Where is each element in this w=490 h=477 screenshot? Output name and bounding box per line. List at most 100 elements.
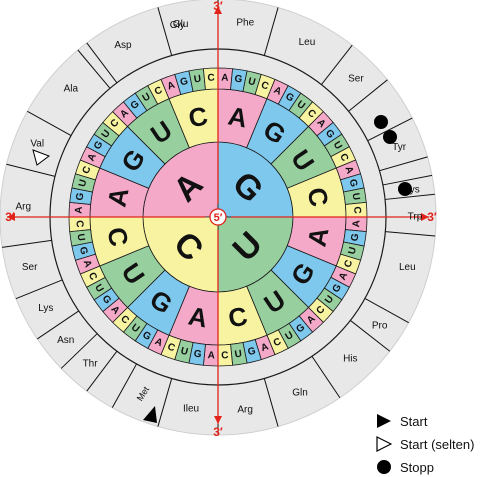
- third-base-letter: A: [351, 220, 362, 228]
- amino-acid-label: Phe: [236, 17, 254, 28]
- amino-acid-divider: [311, 356, 341, 399]
- third-base-letter: G: [179, 76, 189, 89]
- amino-acid-label: Thr: [83, 359, 99, 370]
- filled-circle-icon: [377, 460, 391, 474]
- third-base-letter: G: [77, 246, 90, 256]
- amino-acid-divider: [86, 42, 118, 84]
- amino-acid-label: Gln: [292, 387, 308, 398]
- third-base-letter: C: [342, 259, 355, 270]
- amino-acid-label: Ser: [22, 262, 38, 273]
- amino-acid-label: His: [343, 353, 357, 364]
- amino-acid-divider: [263, 7, 279, 56]
- third-base-letter: A: [153, 336, 164, 349]
- axis-arrowhead: [214, 416, 222, 424]
- amino-acid-label: Trp: [408, 212, 423, 223]
- amino-acid-divider: [15, 279, 63, 300]
- amino-acid-label: Glu: [173, 19, 189, 30]
- third-base-letter: U: [141, 91, 153, 104]
- third-base-letter: A: [260, 341, 271, 354]
- stop-marker: [398, 182, 412, 196]
- third-base-letter: C: [351, 206, 362, 214]
- center-circle: [209, 208, 227, 226]
- legend-start-rare: Start (selten): [376, 436, 474, 452]
- third-base-letter: A: [221, 72, 229, 83]
- third-base-letter: C: [272, 336, 283, 349]
- amino-acid-divider: [77, 49, 111, 89]
- third-base-letter: A: [337, 271, 350, 282]
- third-base-letter: A: [272, 85, 283, 98]
- third-base-letter: C: [260, 80, 271, 93]
- amino-acid-divider: [2, 239, 52, 248]
- third-base-letter: U: [331, 140, 344, 152]
- amino-acid-label: Ser: [348, 74, 364, 85]
- axis-label-bottom: 3′: [213, 425, 223, 439]
- third-base-letter: C: [73, 220, 84, 228]
- amino-acid-divider: [367, 117, 413, 142]
- amino-acid-label: Asn: [57, 335, 74, 346]
- third-base-letter: A: [73, 206, 84, 214]
- start-rare-marker: [32, 149, 51, 166]
- third-base-letter: U: [77, 178, 89, 188]
- legend-stop-label: Stopp: [400, 459, 434, 475]
- third-base-letter: G: [74, 192, 86, 202]
- legend-stop: Stopp: [376, 459, 434, 475]
- amino-acid-label: Arg: [237, 405, 253, 416]
- third-base-letter: U: [179, 346, 189, 358]
- third-base-letter: A: [81, 259, 94, 270]
- stop-marker: [383, 130, 397, 144]
- third-base-letter: U: [350, 192, 362, 201]
- third-base-letter: U: [284, 330, 296, 343]
- third-base-letter: G: [234, 73, 244, 85]
- amino-acid-divider: [379, 156, 428, 172]
- axis-arrowhead: [7, 213, 15, 221]
- axis-label-left: 3′: [5, 210, 15, 224]
- center-label: 5′: [214, 212, 223, 224]
- amino-acid-label: Asp: [114, 40, 132, 51]
- third-base-letter: C: [166, 341, 177, 354]
- amino-acid-divider: [157, 378, 173, 427]
- amino-acid-label: Val: [30, 138, 44, 149]
- third-base-letter: C: [337, 152, 350, 163]
- third-base-letter: U: [234, 349, 243, 361]
- amino-acid-divider: [364, 298, 409, 324]
- amino-acid-label: Pro: [372, 321, 388, 332]
- amino-acid-divider: [321, 44, 353, 85]
- amino-acid-divider: [382, 174, 433, 186]
- third-base-letter: A: [86, 152, 99, 163]
- filled-triangle-icon: [377, 414, 391, 428]
- amino-acid-label: Lys: [38, 303, 53, 314]
- axis-label-top: 3′: [213, 0, 223, 13]
- third-base-letter: C: [207, 72, 215, 83]
- axis-label-right: 3′: [427, 210, 437, 224]
- amino-acid-divider: [86, 350, 118, 392]
- third-base-letter: C: [86, 271, 99, 282]
- axis-arrowhead: [214, 6, 222, 14]
- amino-acid-label: Tyr: [392, 142, 407, 153]
- legend-start: Start: [376, 413, 427, 429]
- third-base-letter: C: [221, 350, 229, 361]
- start-marker: [143, 406, 157, 423]
- legend-start-rare-label: Start (selten): [400, 436, 475, 452]
- outline-triangle-icon: [376, 436, 392, 452]
- legend-start-label: Start: [400, 413, 428, 429]
- amino-acid-divider: [263, 378, 279, 427]
- amino-acid-divider: [350, 320, 391, 352]
- third-base-letter: G: [247, 345, 257, 358]
- amino-acid-label: Leu: [299, 37, 316, 48]
- third-base-letter: G: [347, 178, 360, 188]
- amino-acid-divider: [27, 110, 72, 136]
- third-base-letter: A: [166, 80, 177, 93]
- amino-acid-label: Ileu: [183, 404, 199, 415]
- third-base-letter: C: [153, 85, 164, 98]
- amino-acid-divider: [36, 310, 79, 340]
- amino-acid-divider: [111, 363, 137, 408]
- third-base-letter: U: [347, 246, 359, 256]
- amino-acid-label: Gly: [170, 20, 185, 31]
- third-base-letter: A: [342, 165, 355, 176]
- amino-acid-divider: [60, 333, 98, 369]
- amino-acid-divider: [385, 231, 436, 237]
- amino-acid-label: Leu: [399, 262, 416, 273]
- third-base-letter: U: [75, 233, 87, 242]
- third-base-letter: U: [247, 76, 257, 88]
- amino-acid-divider: [348, 79, 388, 112]
